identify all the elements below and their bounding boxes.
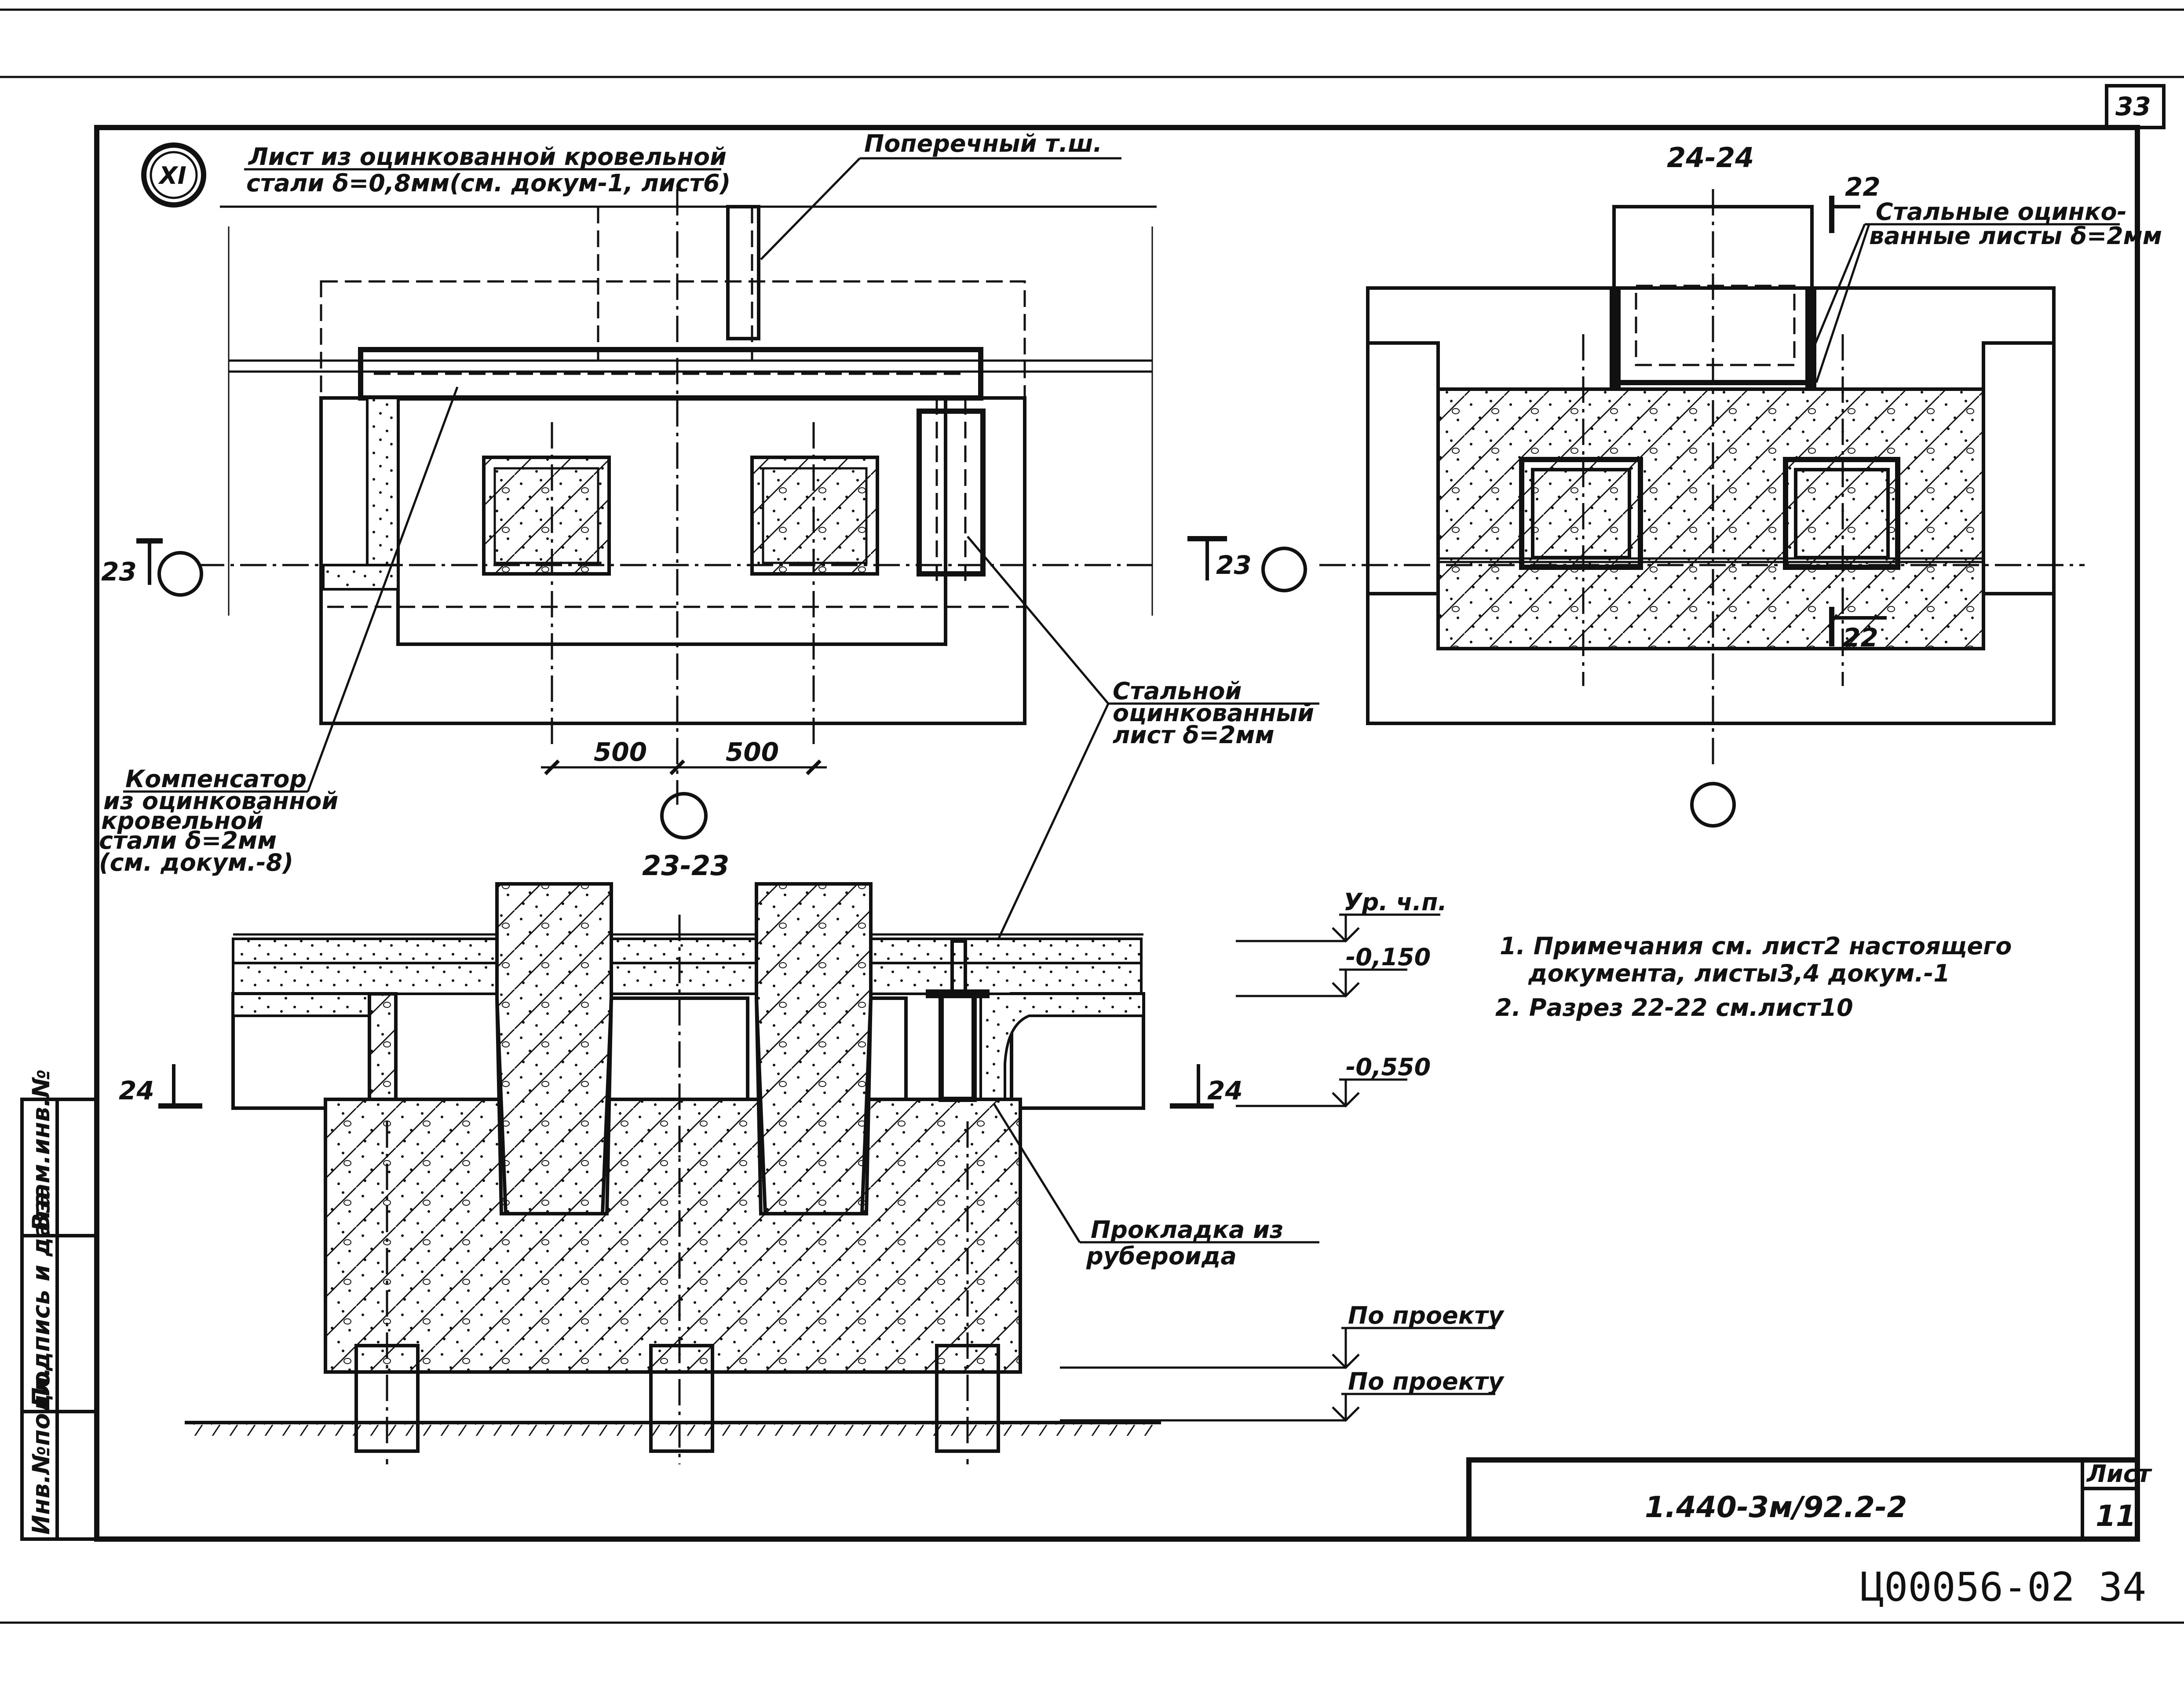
plan-cut-left: 23 bbox=[101, 557, 137, 587]
side-sign: Подпись и дата bbox=[27, 1192, 55, 1407]
node-mark: XI bbox=[141, 142, 206, 208]
archive-stamp: Ц00056-02 34 bbox=[1860, 1564, 2146, 1610]
notes: 1. Примечания см. лист2 настоящего докум… bbox=[1495, 932, 2012, 1022]
level-floor: Ур. ч.п. bbox=[1344, 888, 1447, 916]
section-23-23: 23-23 bbox=[119, 850, 1505, 1464]
page-number-box: 33 bbox=[2105, 84, 2166, 129]
sec24-label-2: ванные листы δ=2мм bbox=[1869, 222, 2162, 250]
level-design-1: По проекту bbox=[1348, 1302, 1505, 1329]
plan-label-comp-5: (см. докум.-8) bbox=[99, 849, 293, 876]
plan-label-comp-3: кровельной bbox=[101, 807, 263, 835]
note-1b: документа, листы3,4 докум.-1 bbox=[1528, 960, 1950, 987]
sec23-label-pad-1: Прокладка из bbox=[1091, 1216, 1283, 1244]
title-block: Лист 11 1.440-3м/92.2-2 bbox=[1466, 1457, 2152, 1542]
plan-label-comp-4: стали δ=2мм bbox=[99, 827, 277, 854]
sec23-cut-left: 24 bbox=[119, 1076, 154, 1106]
node-mark-text: XI bbox=[158, 162, 186, 190]
plan-label-joint: Поперечный т.ш. bbox=[864, 130, 1102, 157]
doc-code: 1.440-3м/92.2-2 bbox=[1645, 1490, 1907, 1524]
dim-left: 500 bbox=[594, 737, 647, 767]
level-0550: -0,550 bbox=[1346, 1053, 1431, 1081]
sec24-cut-left: 23 bbox=[1216, 550, 1252, 580]
page-number: 33 bbox=[2115, 91, 2151, 121]
sec24-cut-num-bottom: 22 bbox=[1843, 623, 1878, 653]
sec23-cut-right: 24 bbox=[1207, 1076, 1243, 1106]
dim-right: 500 bbox=[726, 737, 779, 767]
sec23-title: 23-23 bbox=[642, 850, 729, 882]
level-0150: -0,150 bbox=[1346, 943, 1431, 971]
plan-label-comp-1: Компенсатор bbox=[125, 765, 307, 793]
sec23-label-pad-2: рубероида bbox=[1086, 1242, 1237, 1270]
level-marks: Ур. ч.п. -0,150 -0,550 По проекту По про… bbox=[1060, 888, 1505, 1422]
sheet-label: Лист bbox=[2086, 1460, 2152, 1488]
sec24-title: 24-24 bbox=[1667, 142, 1754, 174]
plan-label-sheet-1: Лист из оцинкованной кровельной bbox=[248, 143, 727, 171]
sheet-frame bbox=[94, 125, 2140, 1542]
side-strip: Инв.№подл. Подпись и дата Взам.инв.№ bbox=[20, 1069, 99, 1541]
sec24-cut-num: 22 bbox=[1845, 172, 1881, 202]
level-design-2: По проекту bbox=[1348, 1368, 1505, 1395]
side-inv: Инв.№подл. bbox=[27, 1368, 55, 1535]
note-1: 1. Примечания см. лист2 настоящего bbox=[1500, 932, 2012, 960]
plan-label-steel-3: лист δ=2мм bbox=[1113, 721, 1275, 749]
side-replace: Взам.инв.№ bbox=[27, 1069, 55, 1231]
sec24-label-1: Стальные оцинко- bbox=[1876, 198, 2127, 226]
plan-label-steel-1: Стальной bbox=[1113, 677, 1242, 705]
sheet-number: 11 bbox=[2096, 1499, 2136, 1533]
plan-view: XI bbox=[99, 130, 1319, 968]
section-24-24: 24-24 23 22 bbox=[1187, 142, 2162, 828]
plan-label-sheet-2: стали δ=0,8мм(см. докум-1, лист6) bbox=[246, 169, 730, 197]
note-2: 2. Разрез 22-22 см.лист10 bbox=[1495, 994, 1853, 1022]
